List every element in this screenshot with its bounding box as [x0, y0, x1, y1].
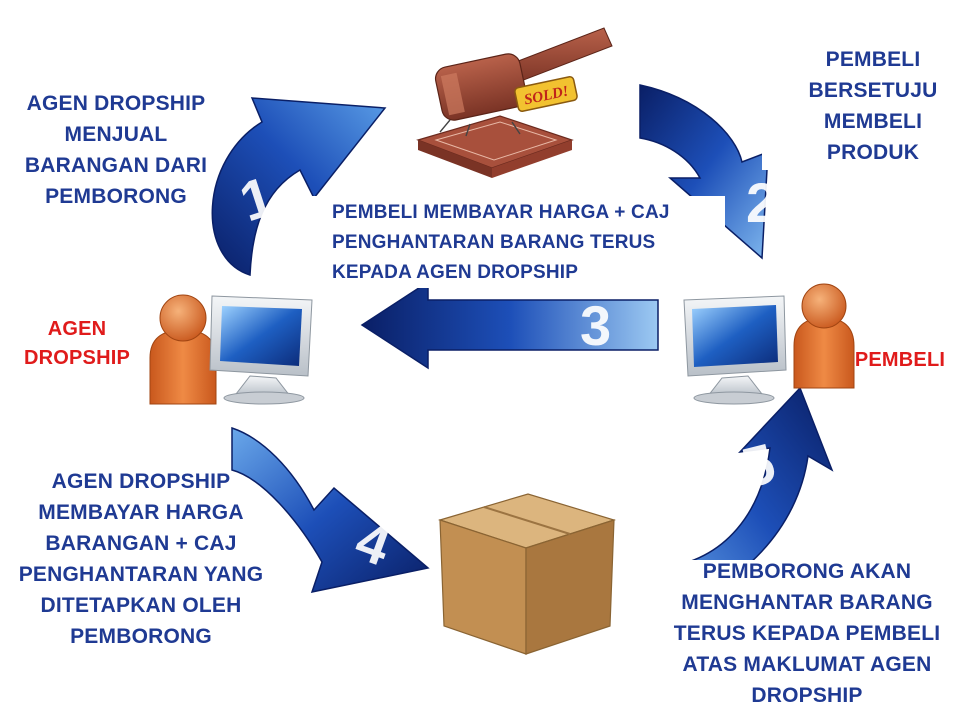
step-3-line-2: PENGHANTARAN BARANG TERUS [332, 232, 656, 253]
step-number-3: 3 [580, 294, 611, 357]
step-5-line-2: MENGHANTAR BARANG [681, 591, 933, 614]
step-4-line-2: MEMBAYAR HARGA [38, 501, 244, 524]
step-5-line-1: PEMBORONG AKAN [702, 560, 912, 583]
buyer-person-icon [793, 283, 855, 389]
arrow-step-4 [231, 426, 430, 593]
step-5-line-3: TERUS KEPADA PEMBELI [673, 622, 941, 645]
step-4-line-6: PEMBORONG [70, 625, 212, 648]
step-1-line-3: BARANGAN DARI [24, 154, 208, 177]
step-1-line-1: AGEN DROPSHIP [26, 92, 206, 115]
buyer-role-label: PEMBELI [846, 346, 954, 375]
step-5-label-background [660, 560, 950, 710]
step-2-line-1: PEMBELI [825, 48, 921, 71]
step-1-line-4: PEMBORONG [45, 185, 187, 208]
agent-role-line-2: DROPSHIP [23, 347, 131, 369]
step-2-line-4: PRODUK [826, 141, 920, 164]
step-3-label-background [285, 196, 725, 288]
step-4-label-background [18, 502, 264, 662]
step-2-caption: PEMBELI BERSETUJU MEMBELI PRODUK [792, 44, 954, 168]
step-3-line-1: PEMBELI MEMBAYAR HARGA + CAJ [332, 202, 670, 223]
step-4-line-5: DITETAPKAN OLEH [40, 594, 242, 617]
step-5-caption: PEMBORONG AKAN MENGHANTAR BARANG TERUS K… [664, 556, 950, 711]
buyer-computer-icon [683, 295, 787, 405]
step-2-label-background [762, 40, 952, 170]
arrow-step-3 [360, 280, 659, 370]
step-4-line-4: PENGHANTARAN YANG [18, 563, 264, 586]
step-2-line-2: BERSETUJU [808, 79, 938, 102]
step-3-caption: PEMBELI MEMBAYAR HARGA + CAJ PENGHANTARA… [300, 198, 720, 288]
step-1-caption: AGEN DROPSHIP MENJUAL BARANGAN DARI PEMB… [12, 88, 220, 212]
step-4-caption: AGEN DROPSHIP MEMBAYAR HARGA BARANGAN + … [8, 466, 274, 652]
step-4-line-1: AGEN DROPSHIP [51, 470, 231, 493]
gavel-sold-illustration: SOLD! [416, 27, 613, 178]
agent-computer-icon [209, 295, 313, 405]
step-number-2: 2 [746, 171, 777, 234]
arrow-step-1 [211, 97, 387, 277]
step-5-line-4: ATAS MAKLUMAT AGEN [682, 653, 932, 676]
step-4-line-3: BARANGAN + CAJ [45, 532, 237, 555]
step-1-line-2: MENJUAL [64, 123, 168, 146]
agent-role-line-1: AGEN [47, 318, 107, 340]
step-2-line-3: MEMBELI [823, 110, 923, 133]
buyer-role-line-1: PEMBELI [854, 349, 946, 371]
agent-person-icon [149, 294, 217, 405]
step-3-line-3: KEPADA AGEN DROPSHIP [332, 262, 579, 283]
step-5-line-5: DROPSHIP [751, 684, 863, 707]
parcel-box-icon [437, 493, 617, 655]
agent-role-label: AGEN DROPSHIP [14, 315, 140, 373]
